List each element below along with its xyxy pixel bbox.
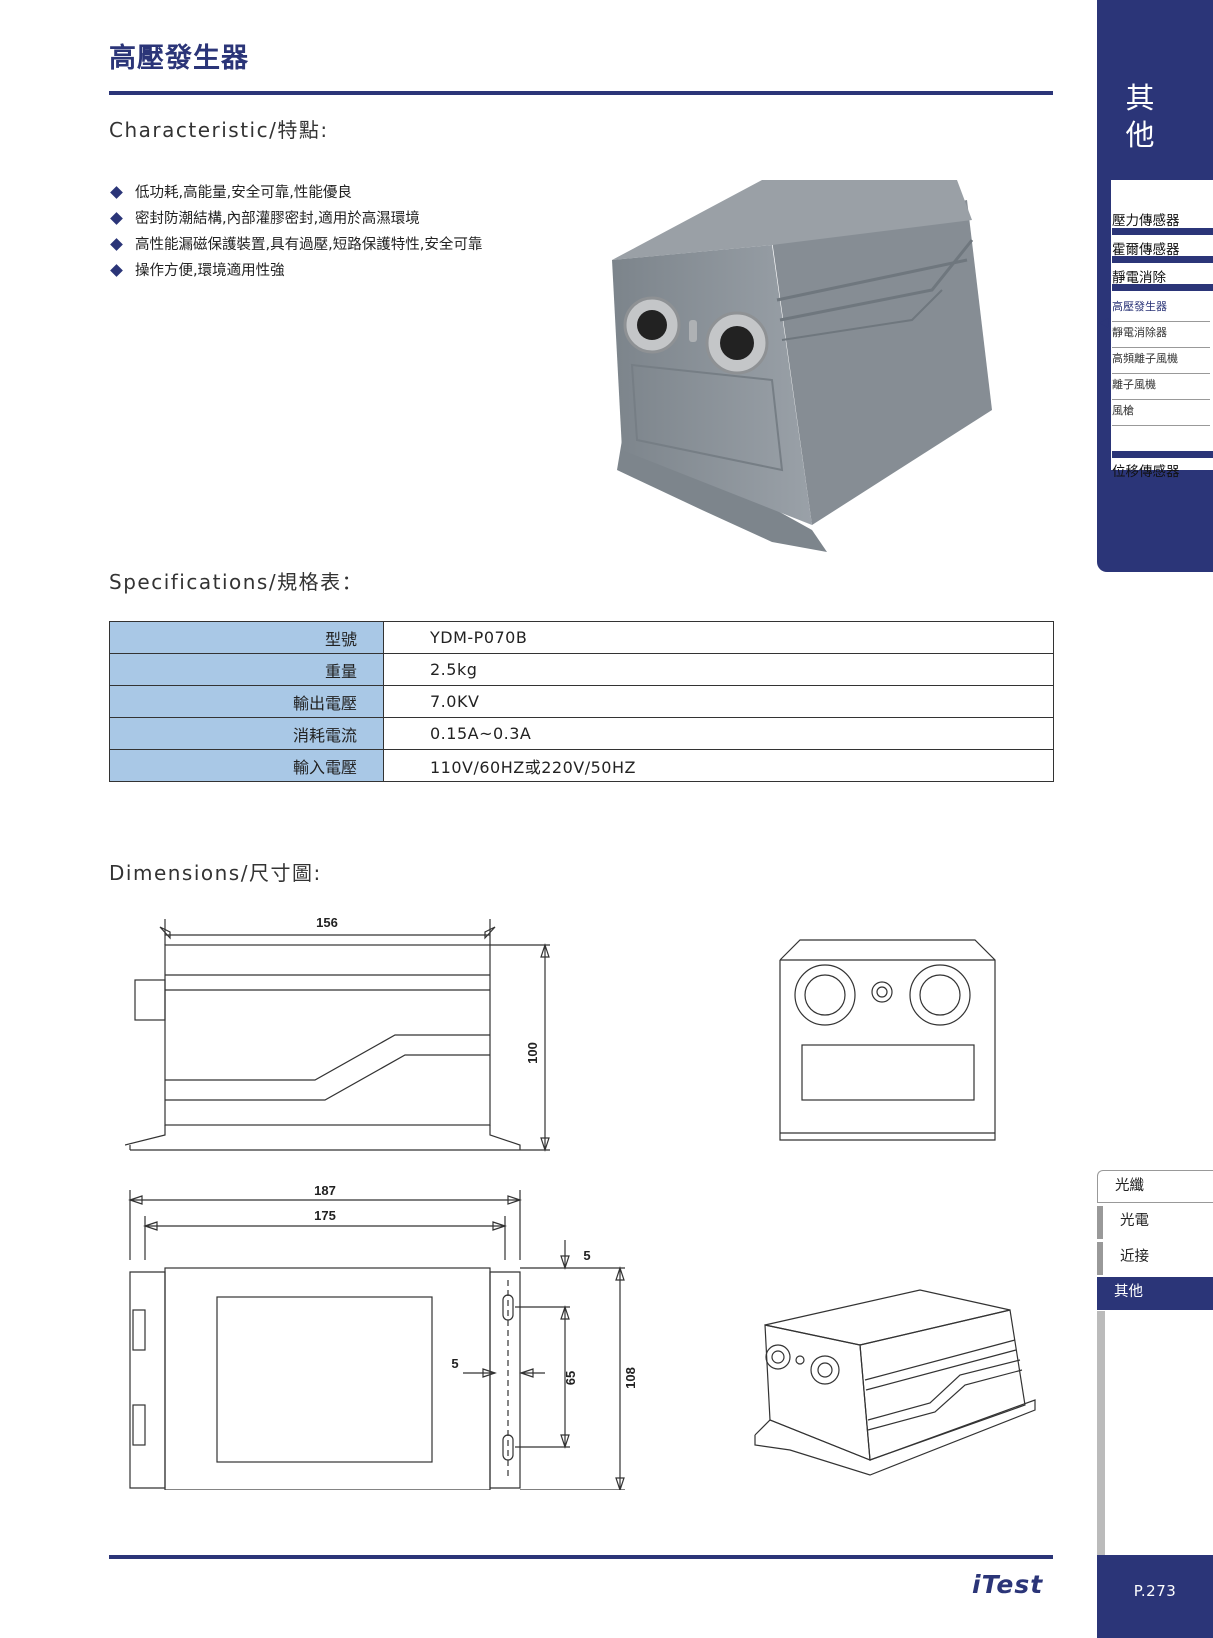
spec-value: 7.0KV: [383, 685, 1054, 718]
top-view-drawing: 187 175 5 5 65 108: [128, 1183, 638, 1490]
sidebar-item-static[interactable]: 靜電消除: [1112, 270, 1166, 286]
dim-slot-span: 65: [563, 1371, 578, 1385]
specifications-heading: Specifications/規格表：: [109, 570, 364, 594]
dim-depth: 108: [623, 1367, 638, 1389]
tab-fiber[interactable]: 光纖: [1097, 1170, 1213, 1203]
sidebar-subitem-air-gun[interactable]: 風槍: [1112, 400, 1210, 426]
dim-width-top: 156: [316, 915, 338, 930]
sidebar-separator: [1112, 256, 1213, 263]
diamond-bullet-icon: [110, 237, 123, 251]
sidebar-tab-line: [1097, 1311, 1105, 1556]
isometric-drawing: [754, 1289, 1036, 1476]
tab-photoelectric[interactable]: 光電: [1097, 1206, 1213, 1239]
sidebar-footer-block: [1097, 470, 1213, 572]
page-title: 高壓發生器: [109, 43, 249, 74]
spec-label: 型號: [109, 621, 384, 654]
page-number-block: [1097, 1555, 1213, 1638]
sidebar-subitem-hv-generator[interactable]: 高壓發生器: [1112, 296, 1210, 322]
table-row: 輸入電壓 110V/60HZ或220V/50HZ: [109, 749, 1054, 782]
spec-value: YDM-P070B: [383, 621, 1054, 654]
feature-item: 密封防潮結構,內部灌膠密封,適用於高濕環境: [109, 206, 482, 232]
sidebar-subitem-hf-ion-fan[interactable]: 高頻離子風機: [1112, 348, 1210, 374]
sidebar-subitem-eliminator[interactable]: 靜電消除器: [1112, 322, 1210, 348]
dim-length-inner: 175: [314, 1208, 336, 1223]
spec-label: 輸出電壓: [109, 685, 384, 718]
end-view-drawing: [779, 939, 996, 1141]
spec-table: 型號 YDM-P070B 重量 2.5kg 輸出電壓 7.0KV 消耗電流 0.…: [109, 621, 1054, 782]
current-arrow-icon: ◀: [1099, 315, 1109, 329]
spec-value: 0.15A~0.3A: [383, 717, 1054, 750]
side-view-drawing: 156 100: [125, 915, 550, 1152]
sidebar-item-pressure[interactable]: 壓力傳感器: [1112, 213, 1180, 229]
sidebar-item-hall[interactable]: 霍爾傳感器: [1112, 242, 1180, 258]
table-row: 型號 YDM-P070B: [109, 621, 1054, 654]
spec-label: 消耗電流: [109, 717, 384, 750]
dim-height-side: 100: [525, 1042, 540, 1064]
diamond-bullet-icon: [110, 211, 123, 225]
diamond-bullet-icon: [110, 185, 123, 199]
spec-label: 重量: [109, 653, 384, 686]
dim-hole-gap: 5: [583, 1248, 590, 1263]
dimensions-heading: Dimensions/尺寸圖:: [109, 861, 322, 885]
feature-item: 操作方便,環境適用性強: [109, 258, 482, 284]
sidebar-category-title: 其他: [1125, 81, 1155, 152]
feature-item: 低功耗,高能量,安全可靠,性能優良: [109, 180, 482, 206]
spec-value: 110V/60HZ或220V/50HZ: [383, 749, 1054, 782]
characteristic-heading: Characteristic/特點:: [109, 118, 329, 142]
title-divider: [109, 91, 1053, 95]
table-row: 重量 2.5kg: [109, 653, 1054, 686]
sidebar-separator: [1112, 284, 1213, 291]
feature-list: 低功耗,高能量,安全可靠,性能優良 密封防潮結構,內部灌膠密封,適用於高濕環境 …: [109, 180, 482, 284]
spec-label: 輸入電壓: [109, 749, 384, 782]
dim-slot-offset: 5: [451, 1356, 458, 1371]
product-photo: [612, 180, 992, 552]
feature-item: 高性能漏磁保護裝置,具有過壓,短路保護特性,安全可靠: [109, 232, 482, 258]
sidebar-separator: [1112, 451, 1213, 458]
sidebar-subitem-ion-fan[interactable]: 離子風機: [1112, 374, 1210, 400]
tab-other[interactable]: 其他: [1097, 1277, 1213, 1310]
sidebar-accent-line: [1097, 180, 1111, 472]
tab-proximity[interactable]: 近接: [1097, 1242, 1213, 1275]
brand-logo: iTest: [972, 1570, 1044, 1599]
table-row: 消耗電流 0.15A~0.3A: [109, 717, 1054, 750]
spec-value: 2.5kg: [383, 653, 1054, 686]
sidebar-item-displacement[interactable]: 位移傳感器: [1112, 464, 1180, 480]
diamond-bullet-icon: [110, 263, 123, 277]
table-row: 輸出電壓 7.0KV: [109, 685, 1054, 718]
sidebar-separator: [1112, 228, 1213, 235]
sidebar-header-block: [1097, 0, 1213, 180]
footer-divider: [109, 1555, 1053, 1559]
page-number: P.273: [1133, 1582, 1177, 1600]
dim-length-outer: 187: [314, 1183, 336, 1198]
